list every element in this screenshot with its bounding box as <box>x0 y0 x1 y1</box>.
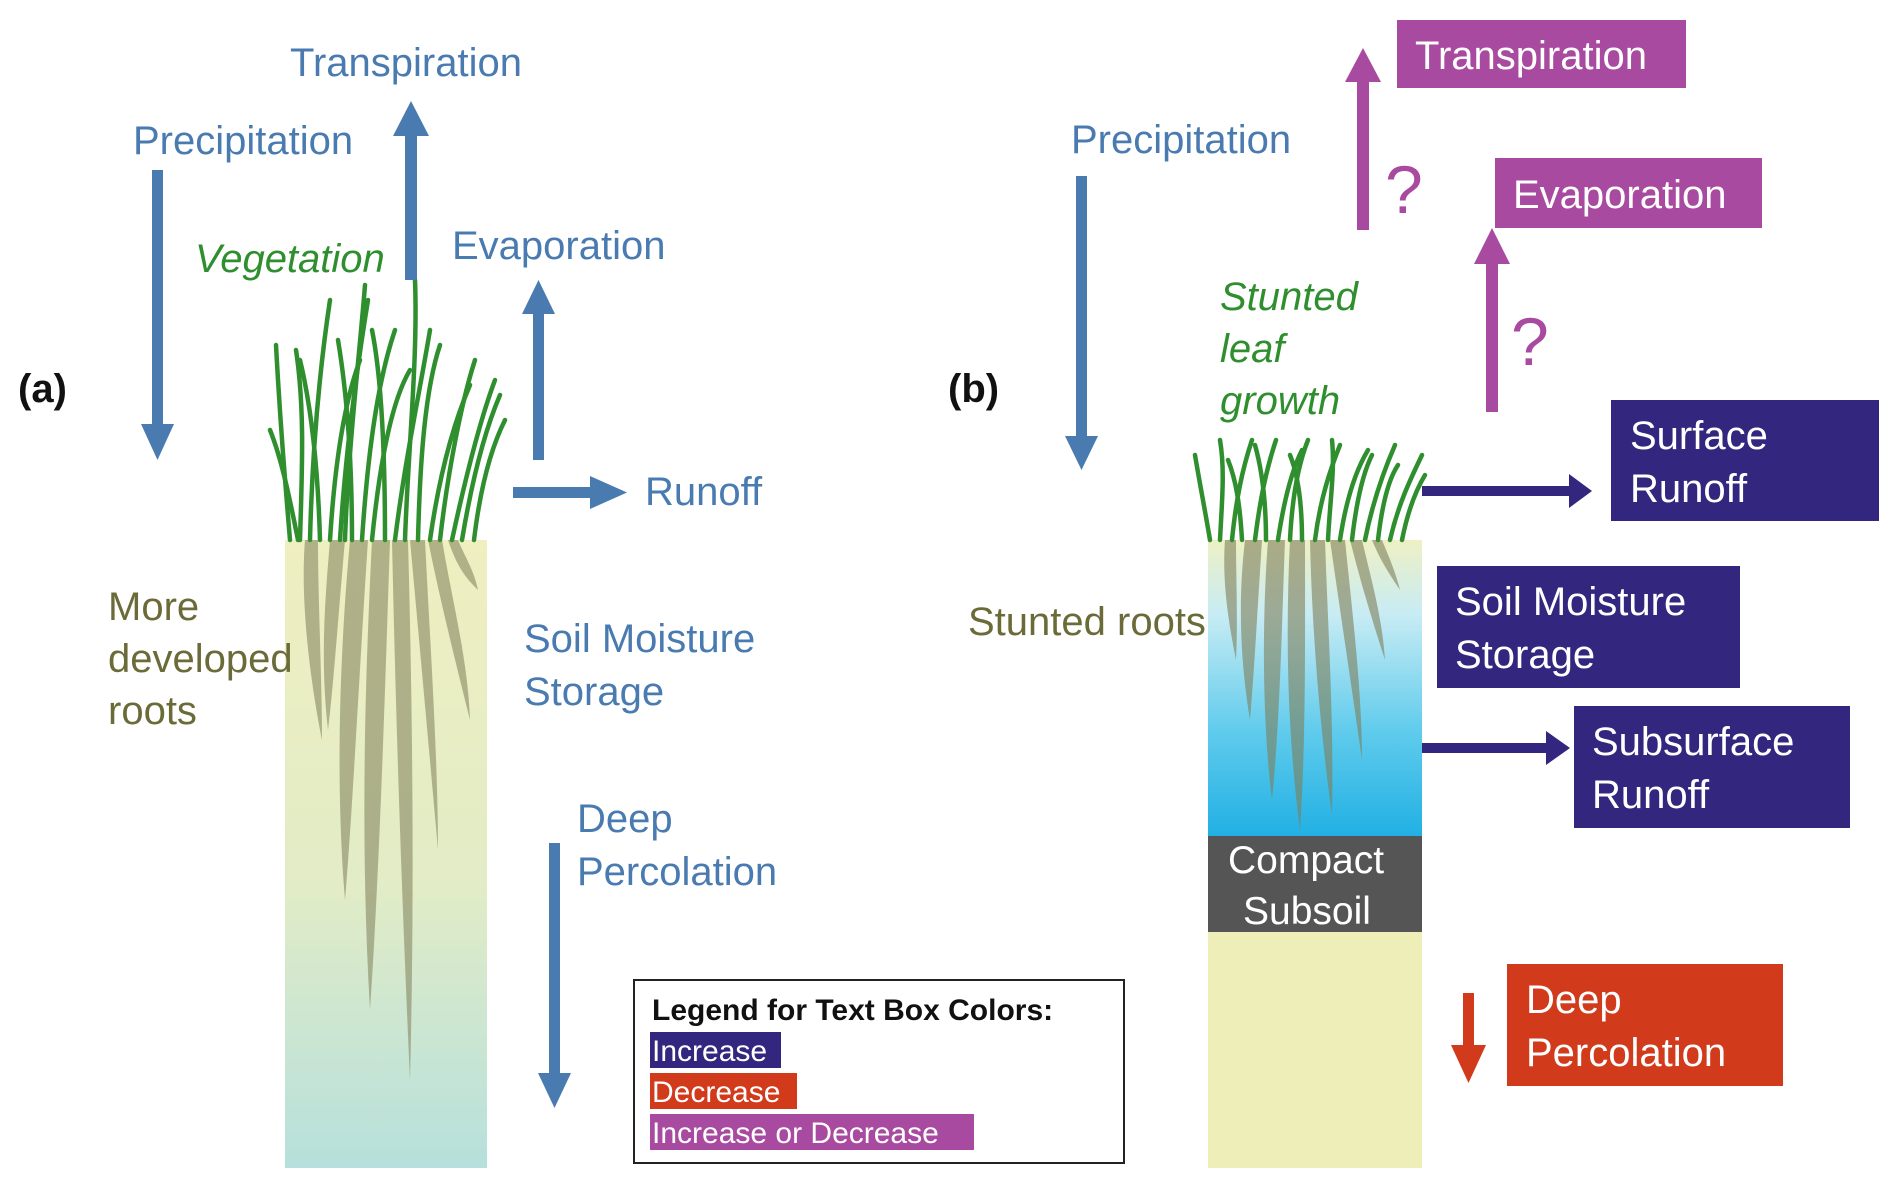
roots-label-a-line1: More <box>108 585 199 629</box>
stunted-leaf-label-line2: leaf <box>1220 327 1288 371</box>
evaporation-box-label: Evaporation <box>1513 173 1726 217</box>
deep-percolation-label-a-line1: Deep <box>577 797 673 841</box>
precipitation-label-a: Precipitation <box>133 119 353 163</box>
grass-b <box>1192 437 1428 543</box>
soil-moisture-label-b-line2: Storage <box>1455 633 1595 677</box>
roots-label-a-line2: developed <box>108 637 293 681</box>
stunted-roots-label: Stunted roots <box>968 600 1206 644</box>
deep-percolation-box-b: Deep Percolation <box>1507 964 1783 1086</box>
deep-percolation-label-a-line2: Percolation <box>577 850 777 894</box>
panel-b: (b) <box>948 20 1879 1168</box>
subsurface-runoff-arrow-b <box>1422 731 1570 765</box>
evaporation-arrow-b <box>1474 228 1510 412</box>
subsurface-runoff-label-line2: Runoff <box>1592 773 1710 817</box>
legend-decrease-swatch <box>650 1073 797 1109</box>
grass-a <box>267 277 508 543</box>
surface-runoff-label-line2: Runoff <box>1630 467 1748 511</box>
vegetation-label-a: Vegetation <box>195 237 385 281</box>
legend-increase-label: Increase <box>652 1035 767 1068</box>
deep-percolation-label-b-line2: Percolation <box>1526 1031 1726 1075</box>
roots-a <box>303 540 478 1080</box>
legend-increase-swatch <box>650 1032 781 1068</box>
subsurface-runoff-label-line1: Subsurface <box>1592 720 1794 764</box>
compact-subsoil-label-line2: Subsoil <box>1243 890 1371 933</box>
surface-runoff-arrow-b <box>1422 474 1592 508</box>
soil-moisture-box-b: Soil Moisture Storage <box>1437 566 1740 688</box>
legend-either-label: Increase or Decrease <box>652 1117 939 1150</box>
transpiration-question-mark: ? <box>1385 152 1423 228</box>
precipitation-arrow-a <box>141 170 174 460</box>
legend-decrease-label: Decrease <box>652 1076 780 1109</box>
compact-subsoil-label-line1: Compact <box>1228 839 1384 882</box>
panel-b-tag: (b) <box>948 367 999 411</box>
surface-runoff-label-line1: Surface <box>1630 414 1768 458</box>
stunted-leaf-label-line1: Stunted <box>1220 275 1360 319</box>
transpiration-box-b: Transpiration <box>1397 20 1686 88</box>
compact-subsoil-b <box>1208 836 1422 932</box>
transpiration-box-label: Transpiration <box>1415 34 1647 78</box>
surface-runoff-box-b: Surface Runoff <box>1611 400 1879 521</box>
lower-soil-b <box>1208 932 1422 1168</box>
transpiration-arrow-a <box>393 101 429 280</box>
subsurface-runoff-box-b: Subsurface Runoff <box>1574 706 1850 828</box>
soil-moisture-label-a-line1: Soil Moisture <box>524 617 755 661</box>
deep-percolation-label-b-line1: Deep <box>1526 978 1622 1022</box>
evaporation-arrow-a <box>522 280 555 460</box>
legend-either-swatch <box>650 1114 974 1150</box>
roots-label-a-line3: roots <box>108 689 197 733</box>
stunted-leaf-label-line3: growth <box>1220 379 1340 423</box>
evaporation-label-a: Evaporation <box>452 224 665 268</box>
precipitation-arrow-b <box>1065 176 1098 470</box>
deep-percolation-arrow-a <box>538 843 571 1108</box>
soil-moisture-label-b-line1: Soil Moisture <box>1455 580 1686 624</box>
panel-a-tag: (a) <box>18 367 67 411</box>
evaporation-box-b: Evaporation <box>1495 158 1762 228</box>
transpiration-arrow-b <box>1345 48 1381 230</box>
legend: Legend for Text Box Colors: Increase Dec… <box>633 979 1125 1164</box>
roots-b <box>1224 540 1400 830</box>
precipitation-label-b: Precipitation <box>1071 118 1291 162</box>
deep-percolation-arrow-b <box>1451 993 1486 1083</box>
arrows-a <box>141 101 627 1108</box>
runoff-label-a: Runoff <box>645 470 763 514</box>
evaporation-question-mark: ? <box>1511 304 1549 380</box>
transpiration-label-a: Transpiration <box>290 41 522 85</box>
legend-title: Legend for Text Box Colors: <box>652 994 1053 1027</box>
soil-moisture-label-a-line2: Storage <box>524 670 664 714</box>
runoff-arrow-a <box>513 476 627 509</box>
panel-a: (a) <box>18 41 777 1168</box>
